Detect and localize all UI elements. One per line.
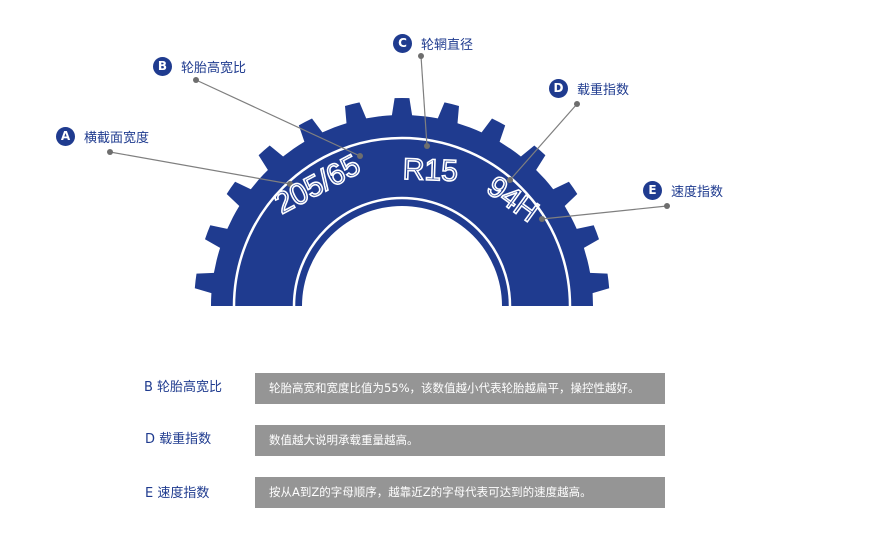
callout-e-badge: E — [643, 180, 662, 200]
explanation-text-e: 按从A到Z的字母顺序，越靠近Z的字母代表可达到的速度越高。 — [255, 477, 665, 508]
leader-a-start-dot — [107, 149, 113, 155]
callout-e: E 速度指数 — [643, 180, 723, 200]
leader-d-start-dot — [574, 101, 580, 107]
callout-d-badge: D — [549, 78, 568, 98]
leader-a-end-dot — [287, 181, 293, 187]
leader-c-start-dot — [418, 53, 424, 59]
explanation-label-d: D 载重指数 — [145, 432, 212, 447]
callout-b: B 轮胎高宽比 — [153, 56, 246, 76]
callout-b-label: 轮胎高宽比 — [181, 60, 247, 76]
callout-a: A 横截面宽度 — [56, 126, 149, 146]
tire-body — [194, 97, 610, 306]
leader-b-start-dot — [193, 77, 199, 83]
leader-lines — [107, 53, 670, 222]
callout-b-badge: B — [153, 56, 172, 76]
leader-e — [541, 205, 668, 220]
tire-inner-groove — [232, 136, 572, 307]
leader-c — [420, 55, 428, 147]
callout-c-label: 轮辋直径 — [421, 37, 474, 53]
leader-e-start-dot — [664, 203, 670, 209]
tire-rim-line — [292, 196, 512, 307]
leader-b-end-dot — [357, 153, 363, 159]
callout-a-badge: A — [56, 126, 75, 146]
rim-diameter-marking: R15 — [402, 153, 458, 188]
callout-d-label: 载重指数 — [577, 82, 630, 98]
explanation-text-b: 轮胎高宽和宽度比值为55%，该数值越小代表轮胎越扁平，操控性越好。 — [255, 373, 665, 404]
callout-d: D 载重指数 — [549, 78, 629, 98]
callout-c-badge: C — [393, 33, 412, 53]
leader-e-end-dot — [539, 216, 545, 222]
explanation-label-e: E 速度指数 — [145, 486, 210, 501]
leader-b — [195, 79, 361, 157]
explanation-text-d: 数值越大说明承载重量越高。 — [255, 425, 665, 456]
callout-a-label: 横截面宽度 — [84, 130, 150, 146]
leader-c-end-dot — [424, 143, 430, 149]
leader-a — [109, 151, 291, 185]
leader-d-end-dot — [507, 177, 513, 183]
explanation-label-b: B 轮胎高宽比 — [144, 380, 223, 395]
callout-e-label: 速度指数 — [671, 184, 724, 200]
callout-c: C 轮辋直径 — [393, 33, 473, 53]
leader-d — [509, 103, 578, 181]
